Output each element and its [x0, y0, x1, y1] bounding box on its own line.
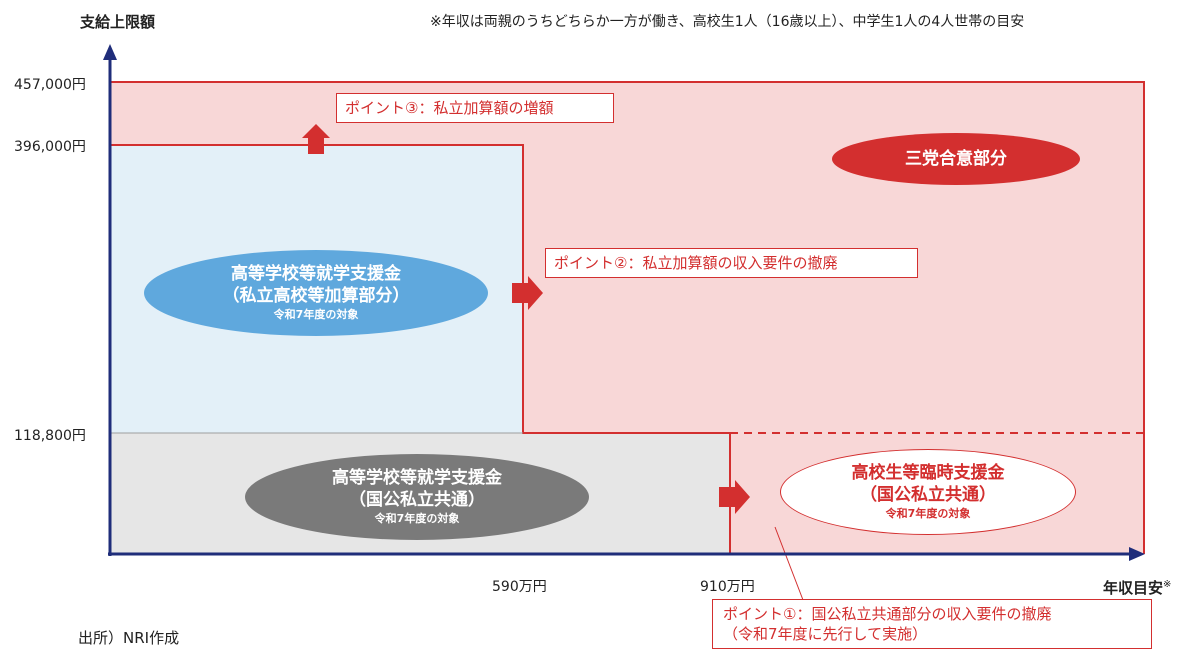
x-axis-title-mark: ※ — [1163, 579, 1172, 590]
y-tick-457000: 457,000円 — [14, 77, 86, 93]
ellipse-private-addition-line2: （私立高校等加算部分） — [222, 286, 410, 306]
arrow-right-icon-1 — [512, 276, 543, 310]
ellipse-common-line2: （国公私立共通） — [349, 490, 485, 510]
y-axis-title: 支給上限額 — [80, 13, 156, 31]
x-axis-title-text: 年収目安 — [1103, 579, 1164, 597]
ellipse-temporary-support-line2: （国公私立共通） — [860, 485, 996, 505]
ellipse-common-line3: 令和7年度の対象 — [374, 512, 460, 525]
ellipse-temporary-support-line3: 令和7年度の対象 — [885, 507, 971, 520]
pink-region-outline — [110, 81, 1145, 554]
ellipse-common-line1: 高等学校等就学支援金 — [332, 468, 502, 488]
ellipse-temporary-support-line1: 高校生等臨時支援金 — [851, 463, 1005, 483]
ellipse-private-addition: 高等学校等就学支援金 （私立高校等加算部分） 令和7年度の対象 — [144, 250, 488, 336]
arrow-up-icon — [302, 124, 330, 154]
point1-leader-line — [774, 526, 804, 601]
ellipse-three-party-agreement-label: 三党合意部分 — [905, 149, 1007, 169]
y-tick-396000: 396,000円 — [14, 139, 86, 155]
ellipse-common: 高等学校等就学支援金 （国公私立共通） 令和7年度の対象 — [245, 454, 589, 540]
x-tick-910: 910万円 — [700, 579, 755, 595]
footnote: ※年収は両親のうちどちらか一方が働き、高校生1人（16歳以上）、中学生1人の4人… — [430, 14, 1025, 30]
callout-point3: ポイント③：私立加算額の増額 — [336, 93, 614, 123]
ellipse-private-addition-line1: 高等学校等就学支援金 — [231, 264, 401, 284]
callout-point2: ポイント②：私立加算額の収入要件の撤廃 — [545, 248, 918, 278]
y-tick-118800: 118,800円 — [14, 428, 86, 444]
y-axis-arrow-icon — [103, 44, 117, 60]
ellipse-three-party-agreement: 三党合意部分 — [832, 133, 1080, 185]
arrow-right-icon-2 — [719, 480, 750, 514]
callout-point1-line1: ポイント①：国公私立共通部分の収入要件の撤廃 — [723, 605, 1052, 623]
source-note: 出所）NRI作成 — [78, 629, 180, 647]
x-tick-590: 590万円 — [492, 579, 547, 595]
ellipse-temporary-support: 高校生等臨時支援金 （国公私立共通） 令和7年度の対象 — [780, 449, 1076, 535]
ellipse-private-addition-line3: 令和7年度の対象 — [273, 308, 359, 321]
x-axis-title: 年収目安※ — [1103, 577, 1171, 598]
callout-point1: ポイント①：国公私立共通部分の収入要件の撤廃 （令和7年度に先行して実施） — [712, 599, 1152, 649]
x-axis-arrow-icon — [1129, 547, 1145, 561]
callout-point1-line2: （令和7年度に先行して実施） — [723, 625, 928, 643]
